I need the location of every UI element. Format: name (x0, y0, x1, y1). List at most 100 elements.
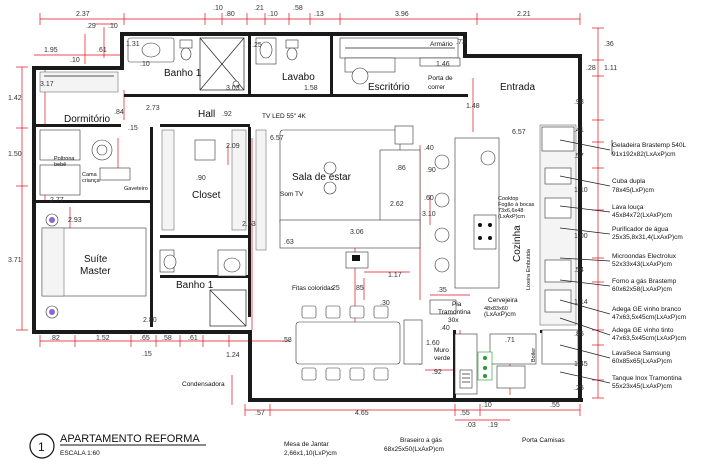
label-lixeira: Lixeira Embutida (526, 248, 532, 290)
dim-right-g: 1.10 (574, 187, 588, 194)
label-cama-2: criança (82, 178, 101, 184)
label-armario: Armário (430, 41, 453, 48)
label-poltrona-1: Poltrona (54, 156, 75, 162)
room-dormitorio: Dormitório (64, 114, 111, 125)
label-som-tv: Som TV (280, 191, 304, 198)
title-number: 1 (38, 440, 45, 454)
dim-bottom-g: .15 (142, 351, 152, 358)
dim-left-j: .15 (128, 125, 138, 132)
label-gaveteiro: Gaveteiro (124, 186, 148, 192)
kitchen-counter (539, 124, 579, 365)
dim-right-e: .41 (574, 127, 584, 134)
dim-top-q: .73 (456, 39, 466, 46)
closet-furniture (161, 129, 247, 231)
room-suite-line1: Suíte (84, 254, 108, 265)
dim-left-g: .10 (140, 61, 150, 68)
label-cervejeira: Cervejeira (488, 297, 518, 304)
room-suite-line2: Master (80, 266, 111, 277)
dim-right-l: 1.45 (574, 361, 588, 368)
dim-inner-w: .30 (380, 300, 390, 307)
dim-top-a: 2.37 (76, 11, 90, 18)
room-banho1-bottom: Banho 1 (176, 280, 214, 291)
legend-5-name: Forno a gás Brastemp (612, 278, 677, 285)
dim-inner-p: .40 (424, 145, 434, 152)
label-cama-1: Cama (82, 172, 100, 178)
label-braseiro-dim: 68x25x50(LxAxP)cm (384, 446, 444, 453)
legend-9-name: Tanque Inox Tramontina (612, 375, 682, 382)
room-banho1-top: Banho 1 (164, 68, 202, 79)
label-cooktop-1: Cooktop (498, 196, 519, 202)
dim-right-i: .54 (574, 267, 584, 274)
dim-inner-t: 1.60 (426, 340, 440, 347)
dim-top-f: .58 (293, 5, 303, 12)
dim-top-b: .10 (213, 5, 223, 12)
dim-inner-m: .85 (354, 285, 364, 292)
label-mesa-dim: 2,66x1,10(LxP)cm (284, 450, 337, 457)
dim-right-c: .28 (586, 65, 596, 72)
room-names: Banho 1 Lavabo Escritório Hall Dormitóri… (64, 68, 535, 291)
dim-inner-n: .58 (282, 337, 292, 344)
label-muro-2: verde (434, 355, 451, 362)
dim-inner-l: 1.17 (388, 272, 402, 279)
dim-left-i: .84 (114, 109, 124, 116)
dim-inner-o: .90 (426, 167, 436, 174)
dim-right-h: 1.00 (574, 233, 588, 240)
label-pia-dim: 30x (448, 317, 459, 324)
dim-inner-v: .40 (440, 325, 450, 332)
kitchen-island (429, 137, 500, 315)
dim-inner-d: 2.09 (226, 143, 240, 150)
dim-top-o: .61 (97, 47, 107, 54)
title-scale: ESCALA 1:60 (60, 450, 100, 457)
legend-6-name: Adega GE vinho branco (612, 306, 681, 313)
room-closet: Closet (192, 190, 221, 201)
labels: Armário Porta de correr TV LED 55" 4K So… (54, 41, 565, 457)
legend-7-name: Adega GE vinho tinto (612, 327, 674, 334)
label-cervejeira-dim: (LxAxP)cm (484, 311, 516, 318)
dim-top-h: 3.96 (395, 11, 409, 18)
label-porta-camisas: Porta Camisas (522, 437, 565, 444)
room-lavabo: Lavabo (282, 72, 315, 83)
dim-right-j: 1.14 (574, 299, 588, 306)
dim-bottom-h: .57 (255, 410, 265, 417)
dim-inner-j: 3.06 (350, 229, 364, 236)
laundry (454, 333, 537, 395)
legend-0-dim: 91x192x82(LxAxP)cm (612, 151, 676, 158)
legend-4-name: Microondas Electrolux (612, 253, 677, 260)
dim-right-p: 1.48 (466, 103, 480, 110)
dim-top-l: 1.31 (126, 41, 140, 48)
dimension-lines (16, 13, 604, 421)
dim-inner-u: .92 (432, 369, 442, 376)
legend-5-dim: 60x62x58(LxAxP)cm (612, 286, 672, 293)
dim-top-c: .80 (225, 11, 235, 18)
legend-2-dim: 45x84x72(LxAxP)cm (612, 212, 672, 219)
legend-7-dim: 47x63,5x45cm(LxAxP)cm (612, 335, 686, 342)
dim-bottom-a: .82 (50, 335, 60, 342)
label-tramontina: Tramontina (438, 309, 471, 316)
label-cooktop-4: (LxAxP)cm (498, 214, 525, 220)
dim-left-d: 2.77 (50, 197, 64, 204)
label-bobo-dim: 48x83x60 (484, 306, 508, 312)
dim-bottom-j: .55 (460, 410, 470, 417)
lavabo-fixtures (255, 37, 299, 65)
dim-inner-x: .25 (330, 285, 340, 292)
label-mesa: Mesa de Jantar (284, 441, 330, 448)
walls (32, 32, 583, 402)
legend-6-dim: 47x63,5x45cm(LxAxP)cm (612, 314, 686, 321)
title-name: APARTAMENTO REFORMA (60, 433, 200, 445)
label-porta-correr-1: Porta de (428, 75, 453, 82)
dim-top-n: .10 (70, 57, 80, 64)
dim-bottom-l: .03 (466, 422, 476, 429)
dim-bottom-i: 4.65 (355, 410, 369, 417)
dim-top-p: .25 (252, 42, 262, 49)
dim-bottom-c: .65 (140, 335, 150, 342)
sala-furniture (255, 125, 421, 269)
legend-9-dim: 55x23x45(LxAxP)cm (612, 383, 672, 390)
legend-1-name: Cuba dupla (612, 178, 646, 185)
dim-top-d: .21 (254, 5, 264, 12)
dim-left-h: 2.73 (146, 105, 160, 112)
label-cooktop-2: Fogão à bocas (498, 202, 535, 208)
dormitorio-furniture (39, 71, 131, 196)
dim-top-e: .10 (268, 11, 278, 18)
dim-inner-g: 6.57 (270, 135, 284, 142)
